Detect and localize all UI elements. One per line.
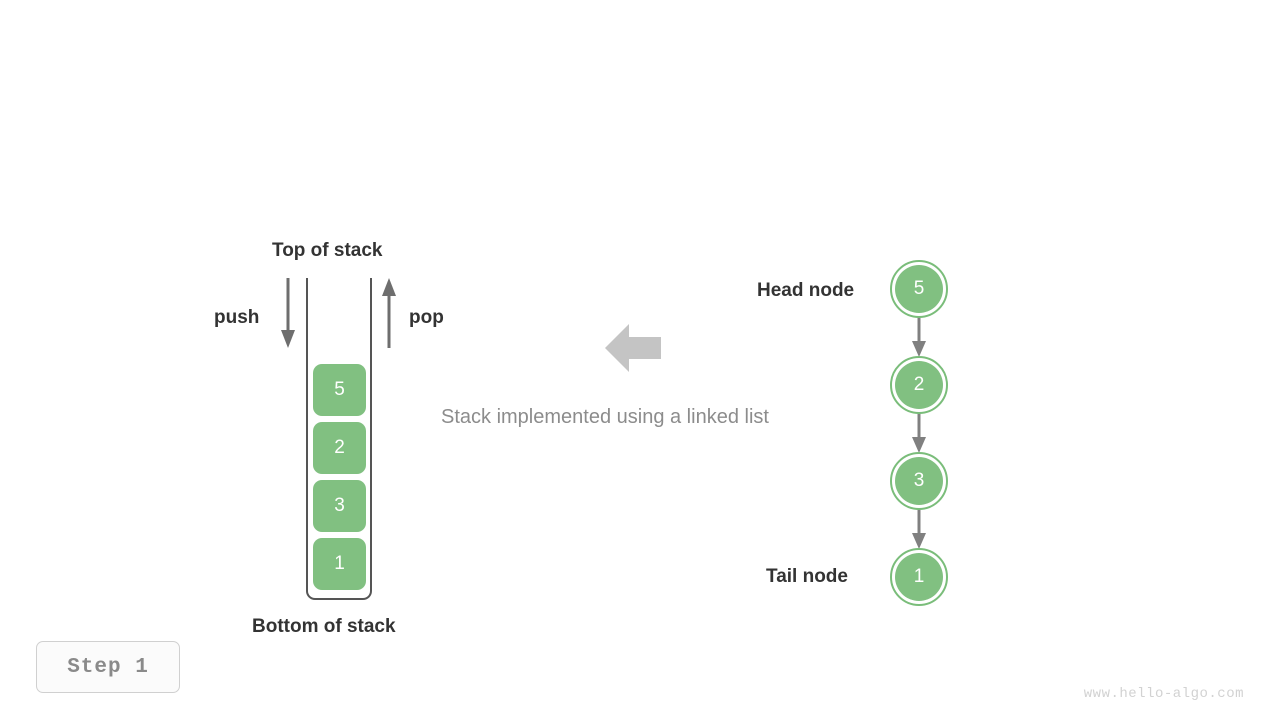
list-node: 2 — [890, 356, 948, 414]
node-connector-arrow-icon — [912, 508, 926, 549]
list-node-value: 3 — [913, 470, 925, 491]
list-node-value: 2 — [913, 374, 925, 395]
bottom-of-stack-label: Bottom of stack — [252, 616, 396, 637]
list-node: 5 — [890, 260, 948, 318]
stack-cell: 2 — [313, 422, 366, 474]
stack-cell-value: 1 — [334, 553, 345, 574]
center-caption: Stack implemented using a linked list — [441, 406, 769, 428]
stack-cell: 3 — [313, 480, 366, 532]
pop-label: pop — [409, 307, 444, 328]
stack-cell: 1 — [313, 538, 366, 590]
pop-arrow-icon — [382, 278, 396, 348]
stack-cell-value: 3 — [334, 495, 345, 516]
node-connector-arrow-icon — [912, 412, 926, 453]
list-node-inner: 2 — [895, 361, 943, 409]
head-node-label: Head node — [757, 280, 855, 301]
list-node-inner: 1 — [895, 553, 943, 601]
watermark: www.hello-algo.com — [1083, 686, 1244, 702]
stack-cell: 5 — [313, 364, 366, 416]
stack-container — [306, 278, 372, 600]
list-node-value: 5 — [913, 278, 925, 299]
list-node-value: 1 — [913, 566, 925, 587]
stack-cell-value: 2 — [334, 437, 345, 458]
list-node: 1 — [890, 548, 948, 606]
push-label: push — [214, 307, 260, 328]
push-arrow-icon — [281, 278, 295, 348]
tail-node-label: Tail node — [766, 566, 848, 587]
top-of-stack-label: Top of stack — [272, 240, 383, 261]
list-node-inner: 3 — [895, 457, 943, 505]
stack-cell-value: 5 — [334, 379, 345, 400]
node-connector-arrow-icon — [912, 316, 926, 357]
step-badge: Step 1 — [36, 641, 180, 693]
left-arrow-icon — [605, 324, 661, 372]
list-node: 3 — [890, 452, 948, 510]
list-node-inner: 5 — [895, 265, 943, 313]
